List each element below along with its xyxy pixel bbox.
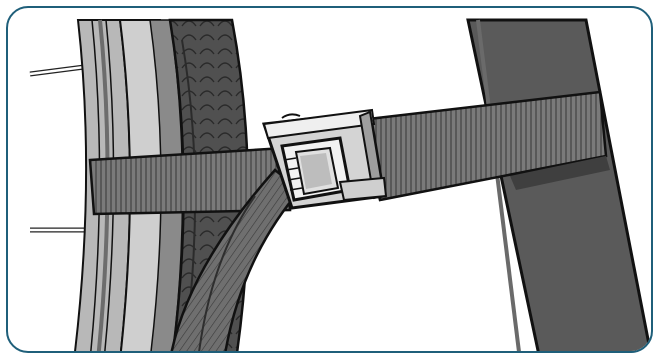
spokes [30,66,92,230]
strap-illustration [6,6,653,353]
frame-tube [468,20,652,353]
illustration-frame [6,6,653,353]
